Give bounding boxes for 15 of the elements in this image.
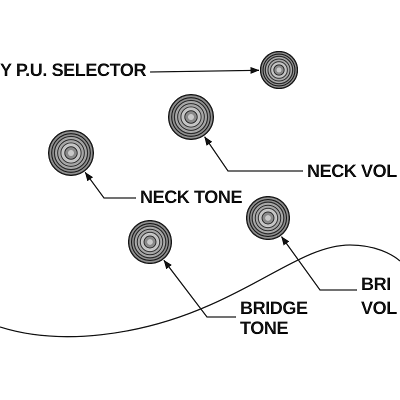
part-label: NECK VOL xyxy=(307,161,397,181)
part-label: BRIDGE TONE xyxy=(240,298,320,338)
leader-line xyxy=(280,236,357,291)
leader-line xyxy=(204,136,303,172)
knob-icon xyxy=(168,94,214,140)
part-label: Y P.U. SELECTOR xyxy=(0,60,146,80)
knob-icon xyxy=(128,220,172,264)
part-label: NECK TONE xyxy=(140,187,242,207)
leader-line xyxy=(163,260,236,318)
knob-icon xyxy=(246,196,290,240)
part-label: BRI VOL xyxy=(361,272,400,320)
knob-icon xyxy=(260,51,298,89)
knob-icon xyxy=(48,130,94,176)
leader-line xyxy=(150,66,260,74)
leader-line xyxy=(84,172,136,199)
